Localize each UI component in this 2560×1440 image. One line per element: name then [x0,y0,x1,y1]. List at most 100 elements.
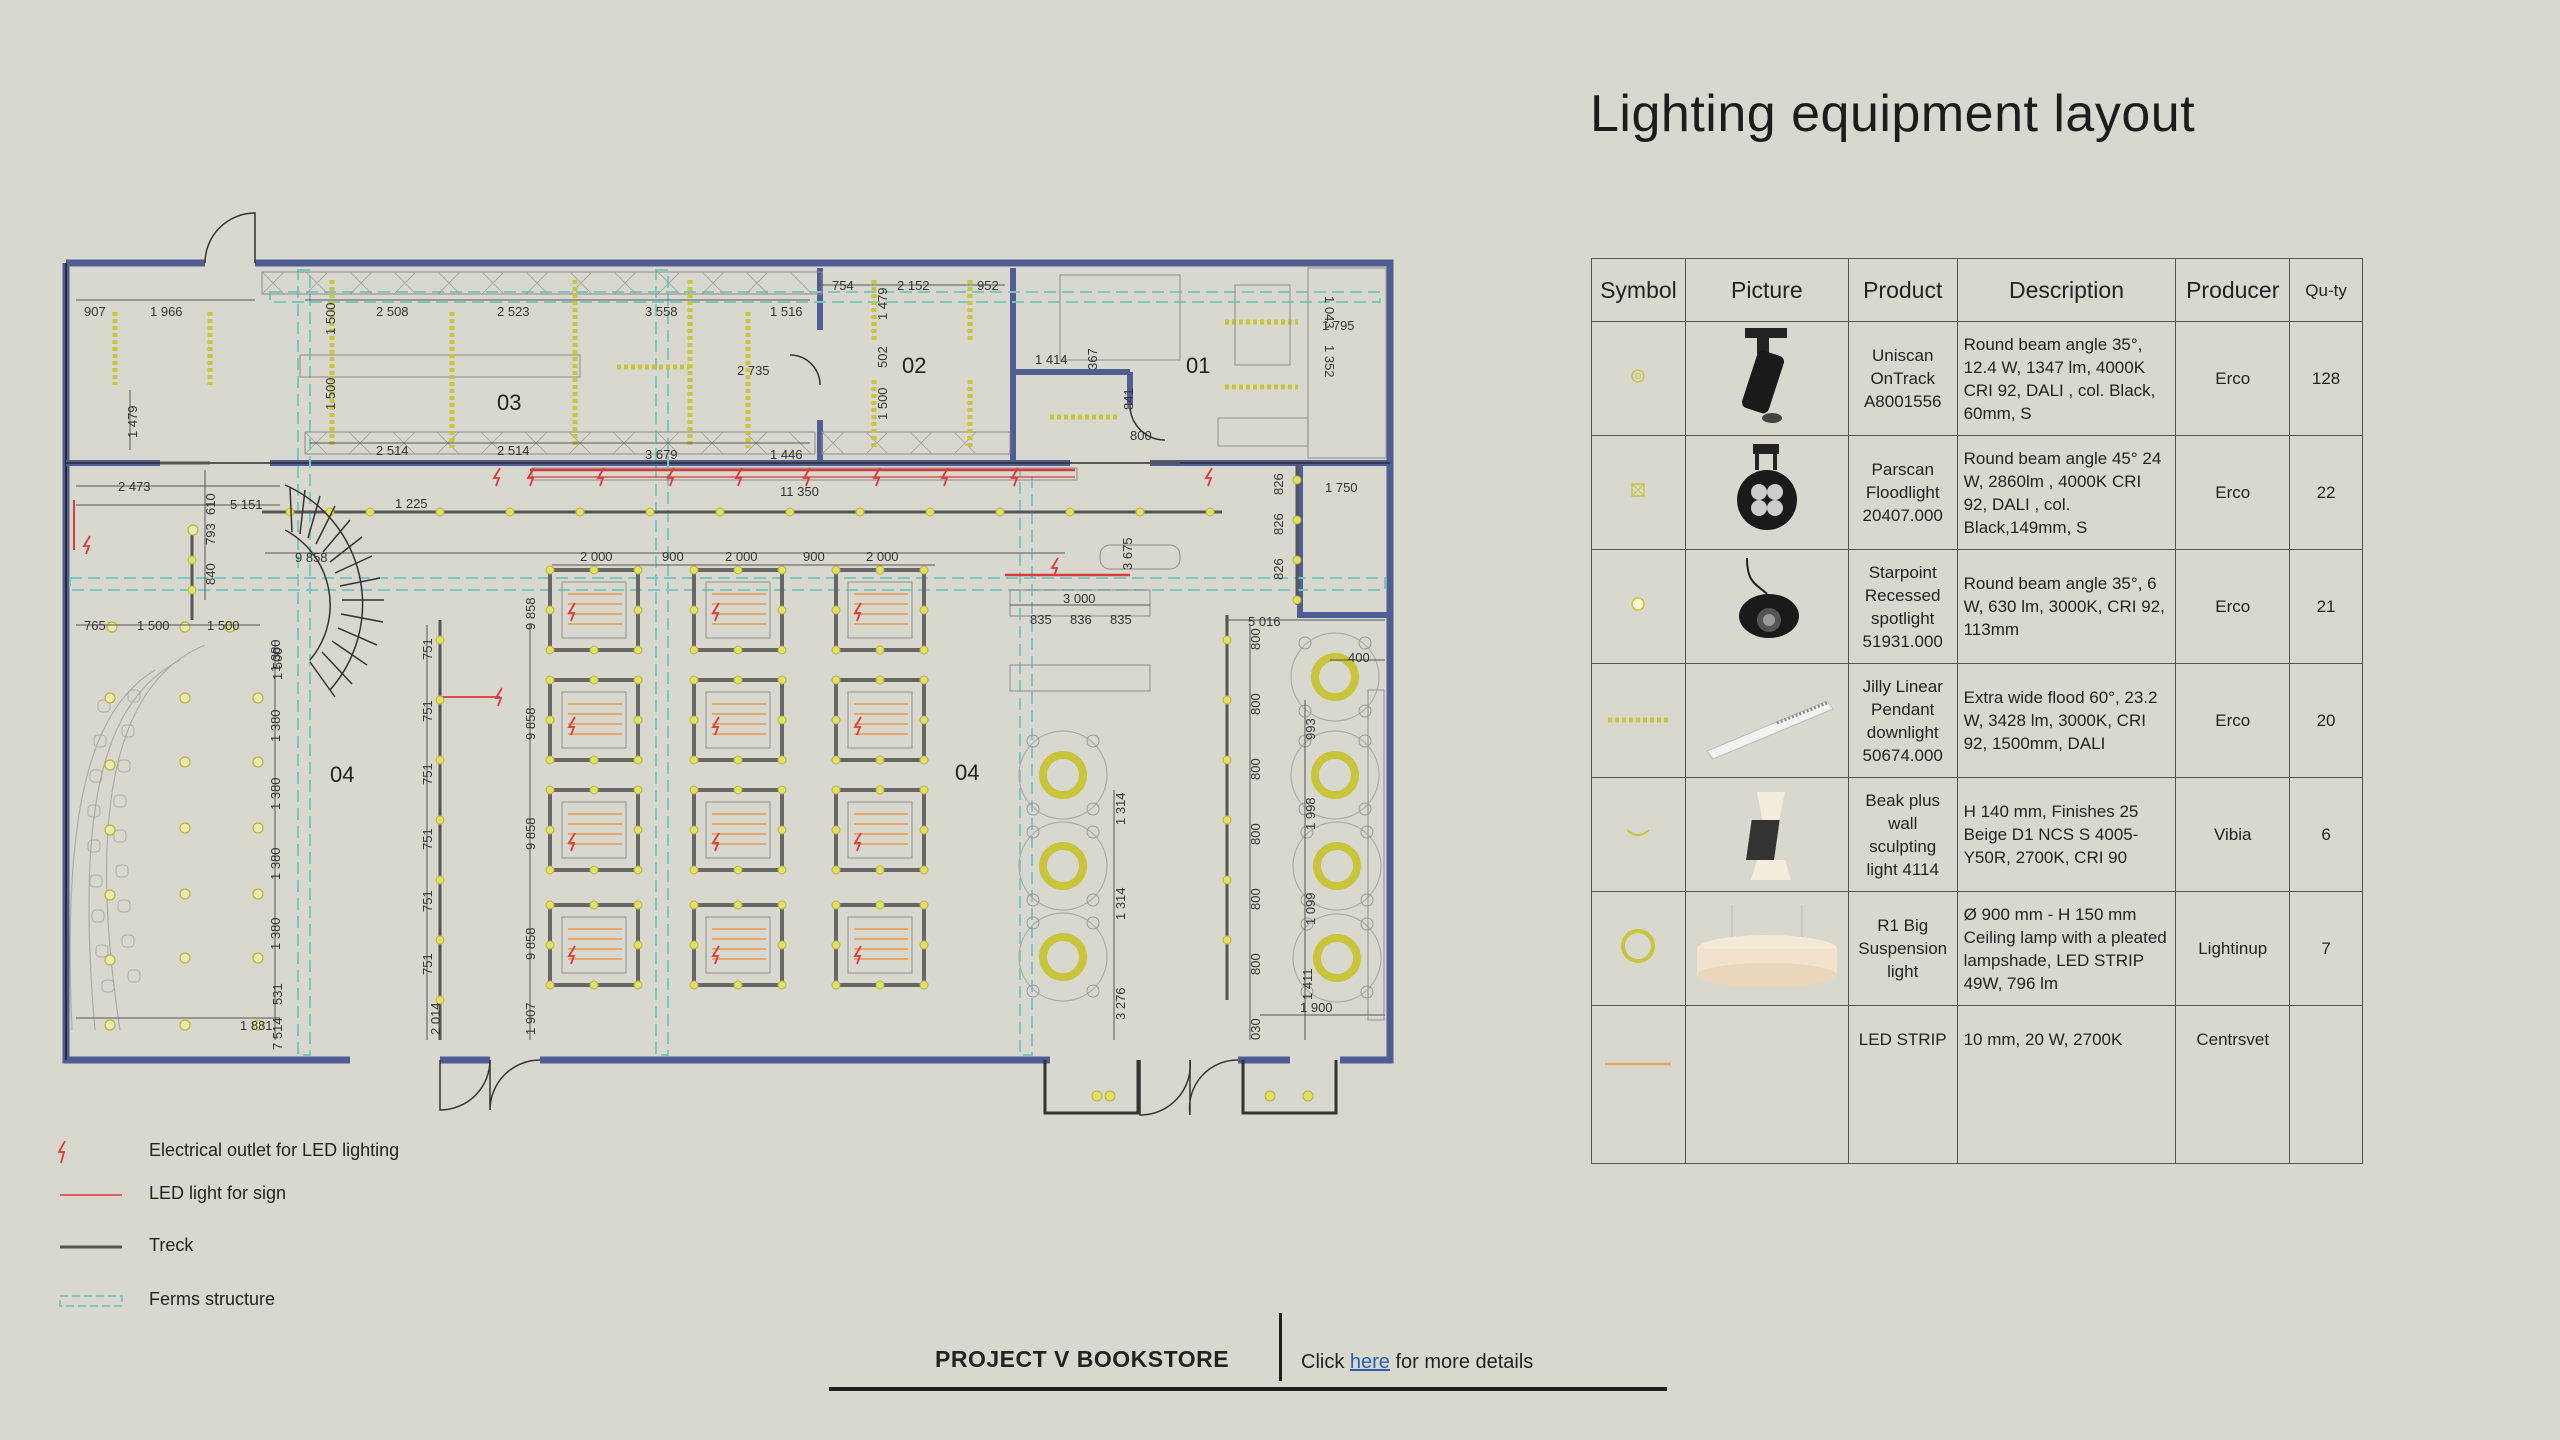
dimension-label: 841 [1121,388,1136,410]
legend-item-track: Treck [50,1232,450,1262]
dimension-label: 2 514 [376,443,409,458]
equipment-table: Symbol Picture Product Description Produ… [1591,258,2363,1164]
header-picture: Picture [1684,258,1849,322]
legend-label: LED light for sign [149,1183,287,1203]
producer-cell: Erco [2175,663,2291,778]
producer-cell: Vibia [2175,777,2291,892]
legend-label: Electrical outlet for LED lighting [149,1140,400,1160]
dimension-label: 9 858 [523,817,538,850]
dimension-label: 9 858 [523,927,538,960]
dimension-label: 2 014 [428,1002,443,1035]
linear-pendant-image [1684,663,1849,778]
orange-line-icon [1591,1005,1686,1164]
room-label-03: 03 [497,390,521,415]
dimension-label: 1 380 [268,847,283,880]
dimension-label: 800 [1248,888,1263,910]
dimension-label: 9 858 [523,707,538,740]
description-cell: Round beam angle 45° 24 W, 2860lm , 4000… [1956,435,2177,550]
dimension-label: 030 [1248,1018,1263,1040]
crossed-square-icon [1591,435,1686,550]
producer-cell: Erco [2175,549,2291,664]
header-producer: Producer [2175,258,2291,322]
dimension-label: 7 514 [270,1017,285,1050]
table-row: R1 Big Suspension light Ø 900 mm - H 150… [1591,891,2363,1006]
dimension-label: 836 [1070,612,1092,627]
table-row: Jilly Linear Pendant downlight 50674.000… [1591,663,2363,778]
arc-icon [1591,777,1686,892]
dimension-label: 3 276 [1113,987,1128,1020]
dimension-label: 3 558 [645,304,678,319]
header-product: Product [1847,258,1958,322]
product-cell: LED STRIP [1847,1005,1958,1164]
details-link[interactable]: here [1349,1351,1390,1373]
dimension-label: 2 000 [866,549,899,564]
dimension-label: 1 998 [1303,797,1318,830]
dimension-label: 1 907 [523,1002,538,1035]
dashed-box-icon [59,1295,123,1307]
room-label-04-left: 04 [330,762,354,787]
table-header-row: Symbol Picture Product Description Produ… [1591,258,2363,322]
dimension-label: 1 750 [1325,480,1358,495]
table-row: Starpoint Recessed spotlight 51931.000 R… [1591,549,2363,664]
dimension-label: 2 473 [118,479,151,494]
table-row: LED STRIP 10 mm, 20 W, 2700K Centrsvet [1591,1005,2363,1164]
dimension-label: 751 [420,890,435,912]
dimension-label: 1 414 [1035,352,1068,367]
dimension-label: 610 [203,493,218,515]
dimension-label: 1 500 [137,618,170,633]
dimension-label: 9 858 [295,550,328,565]
dimension-label: 800 [1248,758,1263,780]
dimension-label: 1 500 [323,302,338,335]
dimension-label: 5 151 [230,497,263,512]
producer-cell: Lightinup [2175,891,2291,1006]
dimension-label: 1 043 [1322,296,1337,329]
quantity-cell: 22 [2289,435,2363,550]
dimension-label: 3 679 [645,447,678,462]
dimension-label: 1 225 [395,496,428,511]
dimension-label: 826 [1271,513,1286,535]
red-line-icon [60,1194,122,1196]
description-cell: Round beam angle 35°, 6 W, 630 lm, 3000K… [1956,549,2177,664]
dimension-label: 1 900 [1300,1000,1333,1015]
quantity-cell: 20 [2289,663,2363,778]
legend-label: Treck [149,1235,194,1255]
empty-picture-cell [1684,1005,1849,1164]
recessed-spotlight-image [1684,549,1849,664]
description-cell: 10 mm, 20 W, 2700K [1956,1005,2177,1164]
producer-cell: Erco [2175,321,2291,436]
header-description: Description [1956,258,2177,322]
dashed-line-icon [1591,663,1686,778]
dimension-label: 835 [1110,612,1132,627]
quantity-cell: 128 [2289,321,2363,436]
dimension-label: 1 380 [268,709,283,742]
gray-line-icon [60,1245,122,1249]
dimension-label: 1 881 [240,1018,273,1033]
dimension-label: 751 [420,953,435,975]
dimension-label: 751 [420,638,435,660]
dimension-label: 800 [1248,628,1263,650]
floor-plan: 03 02 01 04 04 907 1 966 2 508 2 523 3 5… [62,212,1394,1116]
dimension-label: 2 508 [376,304,409,319]
dimension-label: 367 [1085,348,1100,370]
dimension-label: 1 500 [875,387,890,420]
dimension-label: 502 [875,346,890,368]
producer-cell: Erco [2175,435,2291,550]
quantity-cell: 6 [2289,777,2363,892]
dimension-label: 1 380 [268,777,283,810]
product-cell: Starpoint Recessed spotlight 51931.000 [1847,549,1958,664]
dimension-label: 900 [803,549,825,564]
floodlight-image [1684,435,1849,550]
dimension-label: 1 446 [770,447,803,462]
dimension-label: 2 000 [580,549,613,564]
product-cell: Parscan Floodlight 20407.000 [1847,435,1958,550]
dimension-label: 800 [1248,953,1263,975]
dimension-label: 793 [203,523,218,545]
description-cell: Ø 900 mm - H 150 mm Ceiling lamp with a … [1956,891,2177,1006]
dimension-label: 835 [1030,612,1052,627]
dimension-label: 400 [1348,650,1370,665]
dimension-label: 751 [420,763,435,785]
dimension-label: 1 314 [1113,887,1128,920]
dimension-label: 1 380 [268,917,283,950]
dimension-label: 2 152 [897,278,930,293]
description-cell: Round beam angle 35°, 12.4 W, 1347 lm, 4… [1956,321,2177,436]
